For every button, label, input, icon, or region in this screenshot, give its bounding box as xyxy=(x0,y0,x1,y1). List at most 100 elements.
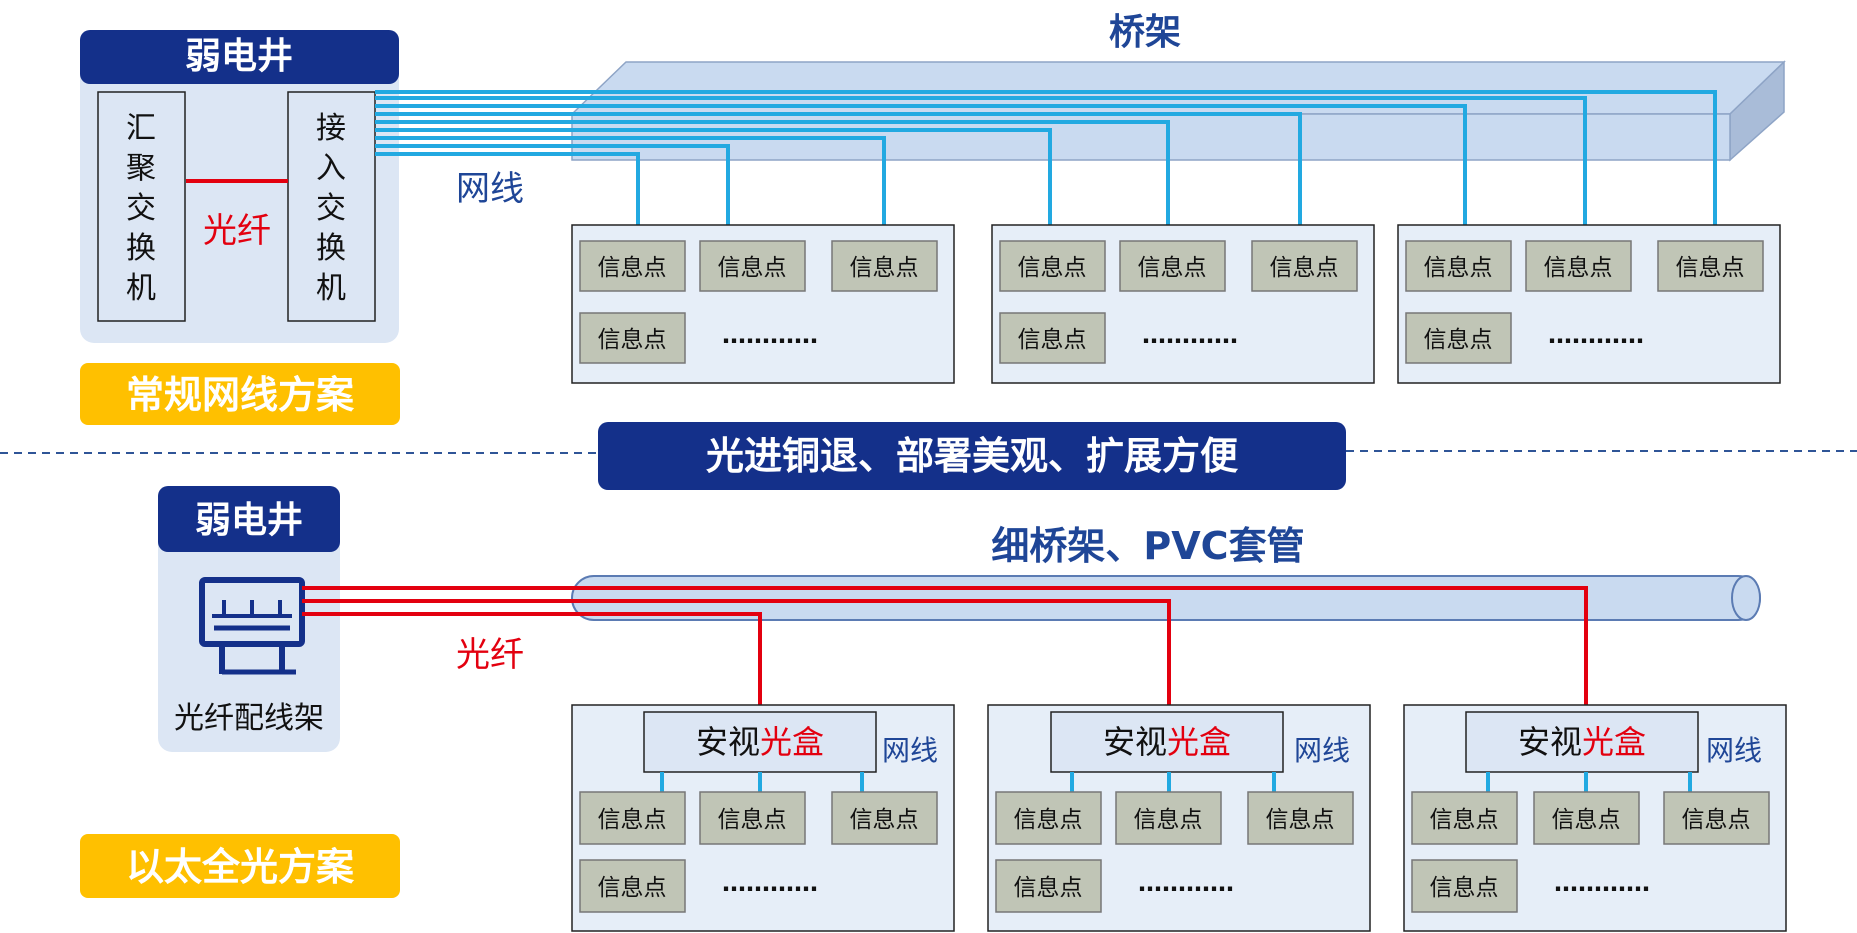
network-cable xyxy=(375,144,730,225)
info-point-label: 信息点 xyxy=(1134,807,1203,833)
top-scheme-label: 常规网线方案 xyxy=(126,373,355,417)
info-point-box xyxy=(1663,791,1770,845)
info-point-label: 信息点 xyxy=(1424,255,1493,281)
optical-box-prefix: 安视 xyxy=(1518,723,1582,761)
zone-cable-label: 网线 xyxy=(1706,734,1762,767)
access-switch-char: 交 xyxy=(316,191,346,226)
more-ellipsis: ………… xyxy=(1138,869,1234,897)
info-point-box xyxy=(999,240,1106,292)
more-ellipsis: ………… xyxy=(1548,321,1644,349)
info-point-label: 信息点 xyxy=(1138,255,1207,281)
bottom-zone: 安视光盒 网线 信息点 信息点 信息点 信息点 ………… xyxy=(1403,704,1787,932)
info-point-box xyxy=(579,240,686,292)
info-point-box xyxy=(1405,312,1512,364)
aggregation-switch-box xyxy=(97,91,186,322)
network-cable xyxy=(375,136,886,225)
banner-text: 光进铜退、部署美观、扩展方便 xyxy=(706,434,1239,478)
fiber-distribution-frame-icon xyxy=(199,577,305,675)
bottom-zone: 安视光盒 网线 信息点 信息点 信息点 信息点 ………… xyxy=(571,704,955,932)
bottom-scheme-badge xyxy=(80,834,400,898)
network-cable xyxy=(375,90,1717,225)
cable-tray-title: 桥架 xyxy=(1109,12,1181,53)
info-point-label: 信息点 xyxy=(850,255,919,281)
more-ellipsis: ………… xyxy=(722,869,818,897)
pvc-conduit-title: 细桥架、PVC套管 xyxy=(991,524,1304,568)
access-switch-char: 换 xyxy=(316,231,346,266)
network-cables xyxy=(375,90,1717,225)
info-point-box xyxy=(1247,791,1354,845)
aggregation-switch-char: 聚 xyxy=(126,151,156,186)
aggregation-switch-char: 机 xyxy=(126,271,156,306)
info-point-label: 信息点 xyxy=(598,875,667,901)
access-switch-char: 入 xyxy=(316,151,346,186)
info-point-label: 信息点 xyxy=(1682,807,1751,833)
optical-box xyxy=(1465,711,1699,773)
network-cable xyxy=(375,120,1170,225)
info-point-box xyxy=(1119,240,1226,292)
top-zone: 信息点 信息点 信息点 信息点 ………… xyxy=(571,224,955,384)
bottom-fiber-label: 光纤 xyxy=(456,635,524,675)
info-point-label: 信息点 xyxy=(1270,255,1339,281)
top-scheme-badge xyxy=(80,363,400,425)
info-point-box xyxy=(831,240,938,292)
info-point-label: 信息点 xyxy=(598,255,667,281)
more-ellipsis: ………… xyxy=(722,321,818,349)
info-point-label: 信息点 xyxy=(850,807,919,833)
optical-box-label: 安视光盒 xyxy=(1103,723,1231,761)
bottom-zone: 安视光盒 网线 信息点 信息点 信息点 信息点 ………… xyxy=(987,704,1371,932)
info-point-label: 信息点 xyxy=(598,327,667,353)
more-ellipsis: ………… xyxy=(1554,869,1650,897)
info-point-label: 信息点 xyxy=(1544,255,1613,281)
info-point-label: 信息点 xyxy=(1018,255,1087,281)
info-point-box xyxy=(995,859,1102,913)
network-cable xyxy=(375,152,640,225)
network-cable xyxy=(375,104,1467,225)
info-point-box xyxy=(1411,859,1518,913)
top-zone: 信息点 信息点 信息点 信息点 ………… xyxy=(991,224,1375,384)
info-point-label: 信息点 xyxy=(1430,807,1499,833)
bottom-shaft-title: 弱电井 xyxy=(195,500,303,541)
aggregation-switch-char: 换 xyxy=(126,231,156,266)
network-cable xyxy=(375,112,1302,225)
network-cable xyxy=(375,96,1587,225)
optical-box-suffix: 光盒 xyxy=(1582,723,1646,761)
info-point-label: 信息点 xyxy=(718,255,787,281)
network-cable xyxy=(375,128,1052,225)
optical-box xyxy=(1050,711,1284,773)
info-point-label: 信息点 xyxy=(1552,807,1621,833)
top-zone: 信息点 信息点 信息点 信息点 ………… xyxy=(1397,224,1781,384)
info-point-box xyxy=(1251,240,1358,292)
pvc-conduit-end xyxy=(1731,575,1761,621)
optical-box-suffix: 光盒 xyxy=(1167,723,1231,761)
aggregation-switch-char: 交 xyxy=(126,191,156,226)
more-ellipsis: ………… xyxy=(1142,321,1238,349)
optical-box-label: 安视光盒 xyxy=(1518,723,1646,761)
optical-box xyxy=(643,711,877,773)
info-point-box xyxy=(1533,791,1640,845)
zone-cable-label: 网线 xyxy=(882,734,938,767)
optical-box-suffix: 光盒 xyxy=(760,723,824,761)
optical-box-prefix: 安视 xyxy=(1103,723,1167,761)
info-point-box xyxy=(579,859,686,913)
optical-box-label: 安视光盒 xyxy=(696,723,824,761)
info-point-box xyxy=(1657,240,1764,292)
top-shaft-header xyxy=(80,30,399,84)
info-point-label: 信息点 xyxy=(1424,327,1493,353)
info-point-box xyxy=(999,312,1106,364)
info-point-box xyxy=(1525,240,1632,292)
fiber-cable xyxy=(302,612,762,712)
info-point-box xyxy=(699,791,806,845)
bottom-shaft-header xyxy=(158,486,340,552)
info-point-label: 信息点 xyxy=(1014,807,1083,833)
access-switch-char: 接 xyxy=(316,111,346,146)
info-point-box xyxy=(579,791,686,845)
info-point-label: 信息点 xyxy=(718,807,787,833)
info-point-label: 信息点 xyxy=(1014,875,1083,901)
info-point-label: 信息点 xyxy=(598,807,667,833)
top-cable-label: 网线 xyxy=(456,169,524,209)
fiber-cable xyxy=(302,586,1588,712)
info-point-box xyxy=(995,791,1102,845)
info-point-box xyxy=(1405,240,1512,292)
info-point-box xyxy=(579,312,686,364)
info-point-label: 信息点 xyxy=(1430,875,1499,901)
